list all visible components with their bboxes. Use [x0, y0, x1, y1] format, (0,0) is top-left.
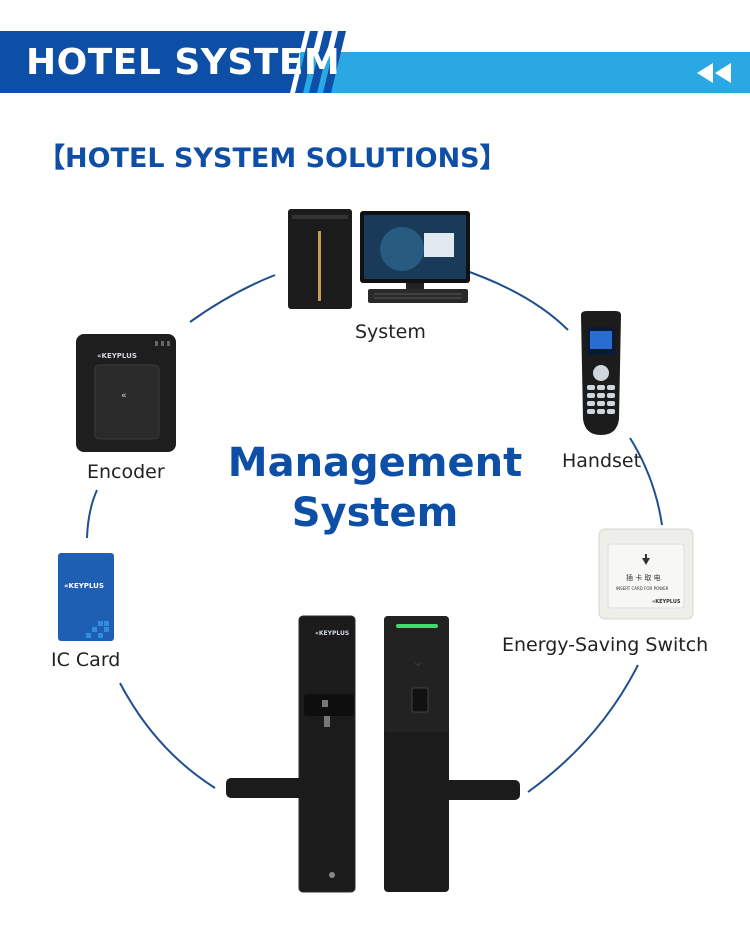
header-title: HOTEL SYSTEM — [26, 42, 341, 83]
management-system-title: Management System — [225, 438, 525, 538]
svg-text:«KEYPLUS: «KEYPLUS — [97, 352, 137, 360]
bracket-open: 【 — [38, 143, 65, 174]
header-stripes — [0, 31, 346, 93]
label-energy-switch: Energy-Saving Switch — [502, 634, 709, 656]
section-title-text: HOTEL SYSTEM SOLUTIONS — [65, 143, 480, 174]
svg-text:«KEYPLUS: «KEYPLUS — [652, 599, 681, 605]
label-encoder: Encoder — [87, 461, 165, 483]
rewind-icon[interactable] — [693, 61, 737, 85]
svg-text:插 卡 取 电: 插 卡 取 电 — [626, 573, 661, 582]
label-handset: Handset — [562, 450, 642, 472]
bracket-close: 】 — [479, 143, 507, 174]
header-accent-bar — [300, 52, 750, 93]
svg-text:INSERT CARD FOR POWER: INSERT CARD FOR POWER — [616, 586, 669, 591]
system-computer-image — [288, 209, 470, 309]
energy-switch-image: 插 卡 取 电 INSERT CARD FOR POWER «KEYPLUS — [598, 528, 694, 620]
handset-image — [581, 311, 621, 435]
section-title: 【HOTEL SYSTEM SOLUTIONS】 — [38, 136, 507, 175]
center-title-line1: Management — [227, 440, 523, 486]
svg-text:«KEYPLUS: «KEYPLUS — [315, 630, 349, 637]
svg-text:«: « — [121, 391, 127, 401]
svg-text:«KEYPLUS: «KEYPLUS — [64, 582, 104, 590]
center-title-line2: System — [291, 490, 459, 536]
svg-text:⌵: ⌵ — [415, 659, 421, 668]
door-lock-image: «KEYPLUS ⌵ — [226, 615, 520, 893]
encoder-image: «KEYPLUS « — [76, 334, 176, 452]
label-ic-card: IC Card — [51, 649, 121, 671]
label-system: System — [355, 321, 426, 343]
ic-card-image: «KEYPLUS — [58, 553, 114, 641]
